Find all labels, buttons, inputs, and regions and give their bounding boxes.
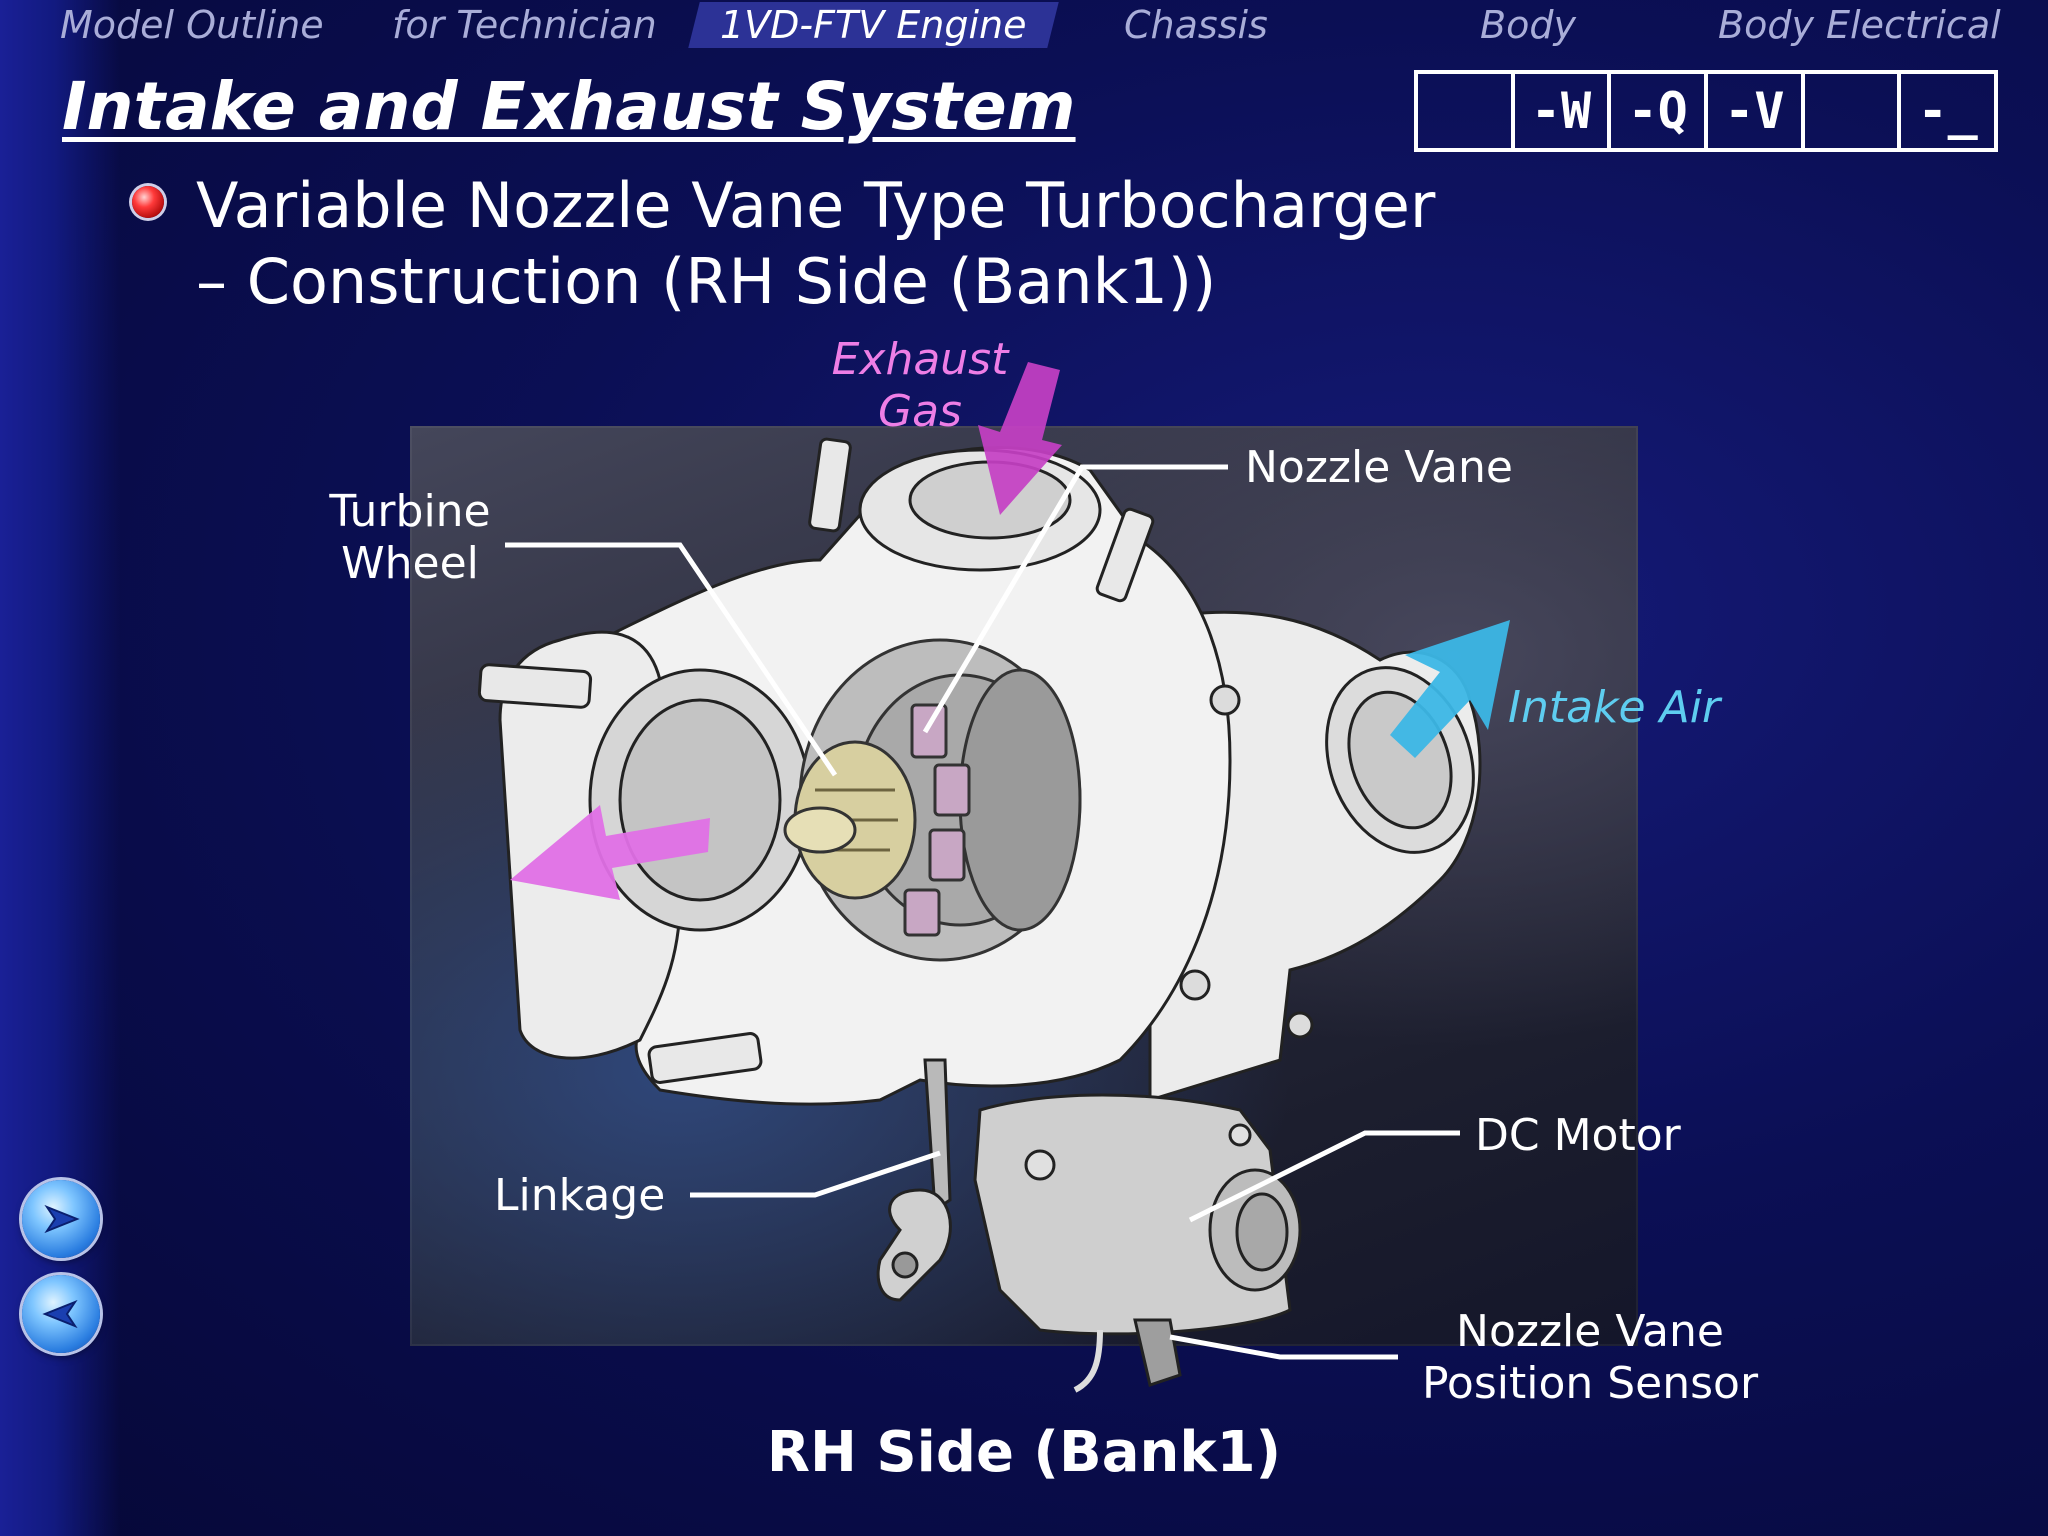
label-sensor-line1: Nozzle Vane bbox=[1456, 1306, 1724, 1357]
housing-bolts bbox=[1179, 684, 1314, 1039]
key-box-1[interactable] bbox=[1418, 74, 1515, 148]
shortcut-key-boxes: -W -Q -V -_ bbox=[1414, 70, 1998, 152]
label-exhaust-gas-line2: Gas bbox=[878, 386, 962, 437]
key-box-q[interactable]: -Q bbox=[1611, 74, 1709, 148]
label-nozzle-vane: Nozzle Vane bbox=[1245, 442, 1513, 493]
previous-page-button[interactable] bbox=[22, 1275, 100, 1353]
leader-turbine-wheel bbox=[505, 542, 838, 777]
turbine-wheel bbox=[783, 740, 917, 900]
nozzle-vanes bbox=[903, 703, 971, 937]
next-page-button[interactable] bbox=[22, 1180, 100, 1258]
leader-lines bbox=[505, 464, 1460, 1360]
key-box-w[interactable]: -W bbox=[1515, 74, 1612, 148]
arrow-right-icon bbox=[44, 1204, 80, 1234]
page-title: Intake and Exhaust System bbox=[62, 68, 1076, 145]
exhaust-gas-outlet-arrow bbox=[510, 805, 710, 900]
leader-nozzle-vane bbox=[922, 464, 1228, 734]
tab-model-outline[interactable]: Model Outline bbox=[60, 3, 324, 47]
tab-for-technician[interactable]: for Technician bbox=[392, 3, 657, 47]
label-linkage: Linkage bbox=[494, 1170, 666, 1221]
label-dc-motor: DC Motor bbox=[1475, 1110, 1681, 1161]
bullet-line-2: – Construction (RH Side (Bank1)) bbox=[196, 245, 1217, 318]
tab-body[interactable]: Body bbox=[1480, 3, 1576, 47]
key-box-v[interactable]: -V bbox=[1708, 74, 1805, 148]
bullet-dot-icon bbox=[132, 186, 164, 218]
label-exhaust-gas: Exhaust Gas bbox=[820, 334, 1020, 438]
leader-linkage bbox=[690, 1150, 941, 1198]
arrow-left-icon bbox=[42, 1299, 78, 1329]
exhaust-gas-inlet-arrow bbox=[978, 362, 1062, 515]
nozzle-vane-position-sensor bbox=[1073, 1318, 1182, 1393]
leader-dc-motor bbox=[1188, 1130, 1460, 1223]
tab-body-electrical[interactable]: Body Electrical bbox=[1718, 3, 2001, 47]
label-turbine-wheel: Turbine Wheel bbox=[310, 486, 510, 590]
mounting-studs bbox=[477, 437, 1155, 1084]
leader-position-sensor bbox=[1169, 1334, 1398, 1360]
dc-motor bbox=[973, 1093, 1302, 1336]
label-intake-air: Intake Air bbox=[1508, 682, 1721, 733]
bullet-text: Variable Nozzle Vane Type Turbocharger –… bbox=[196, 168, 1435, 320]
key-box-5[interactable] bbox=[1805, 74, 1902, 148]
label-turbine-wheel-line1: Turbine bbox=[329, 486, 491, 537]
label-turbine-wheel-line2: Wheel bbox=[341, 538, 479, 589]
tab-chassis[interactable]: Chassis bbox=[1124, 3, 1268, 47]
key-box-underscore[interactable]: -_ bbox=[1917, 82, 1978, 140]
label-sensor-line2: Position Sensor bbox=[1421, 1358, 1759, 1409]
top-nav: Model Outline for Technician 1VD-FTV Eng… bbox=[0, 0, 2048, 52]
intake-air-arrow bbox=[1390, 620, 1510, 758]
label-exhaust-gas-line1: Exhaust bbox=[831, 334, 1009, 385]
diagram-caption: RH Side (Bank1) bbox=[766, 1420, 1282, 1485]
label-nozzle-vane-position-sensor: Nozzle Vane Position Sensor bbox=[1410, 1306, 1770, 1410]
linkage-arm bbox=[876, 1058, 952, 1302]
bullet-line-1: Variable Nozzle Vane Type Turbocharger bbox=[196, 169, 1436, 242]
